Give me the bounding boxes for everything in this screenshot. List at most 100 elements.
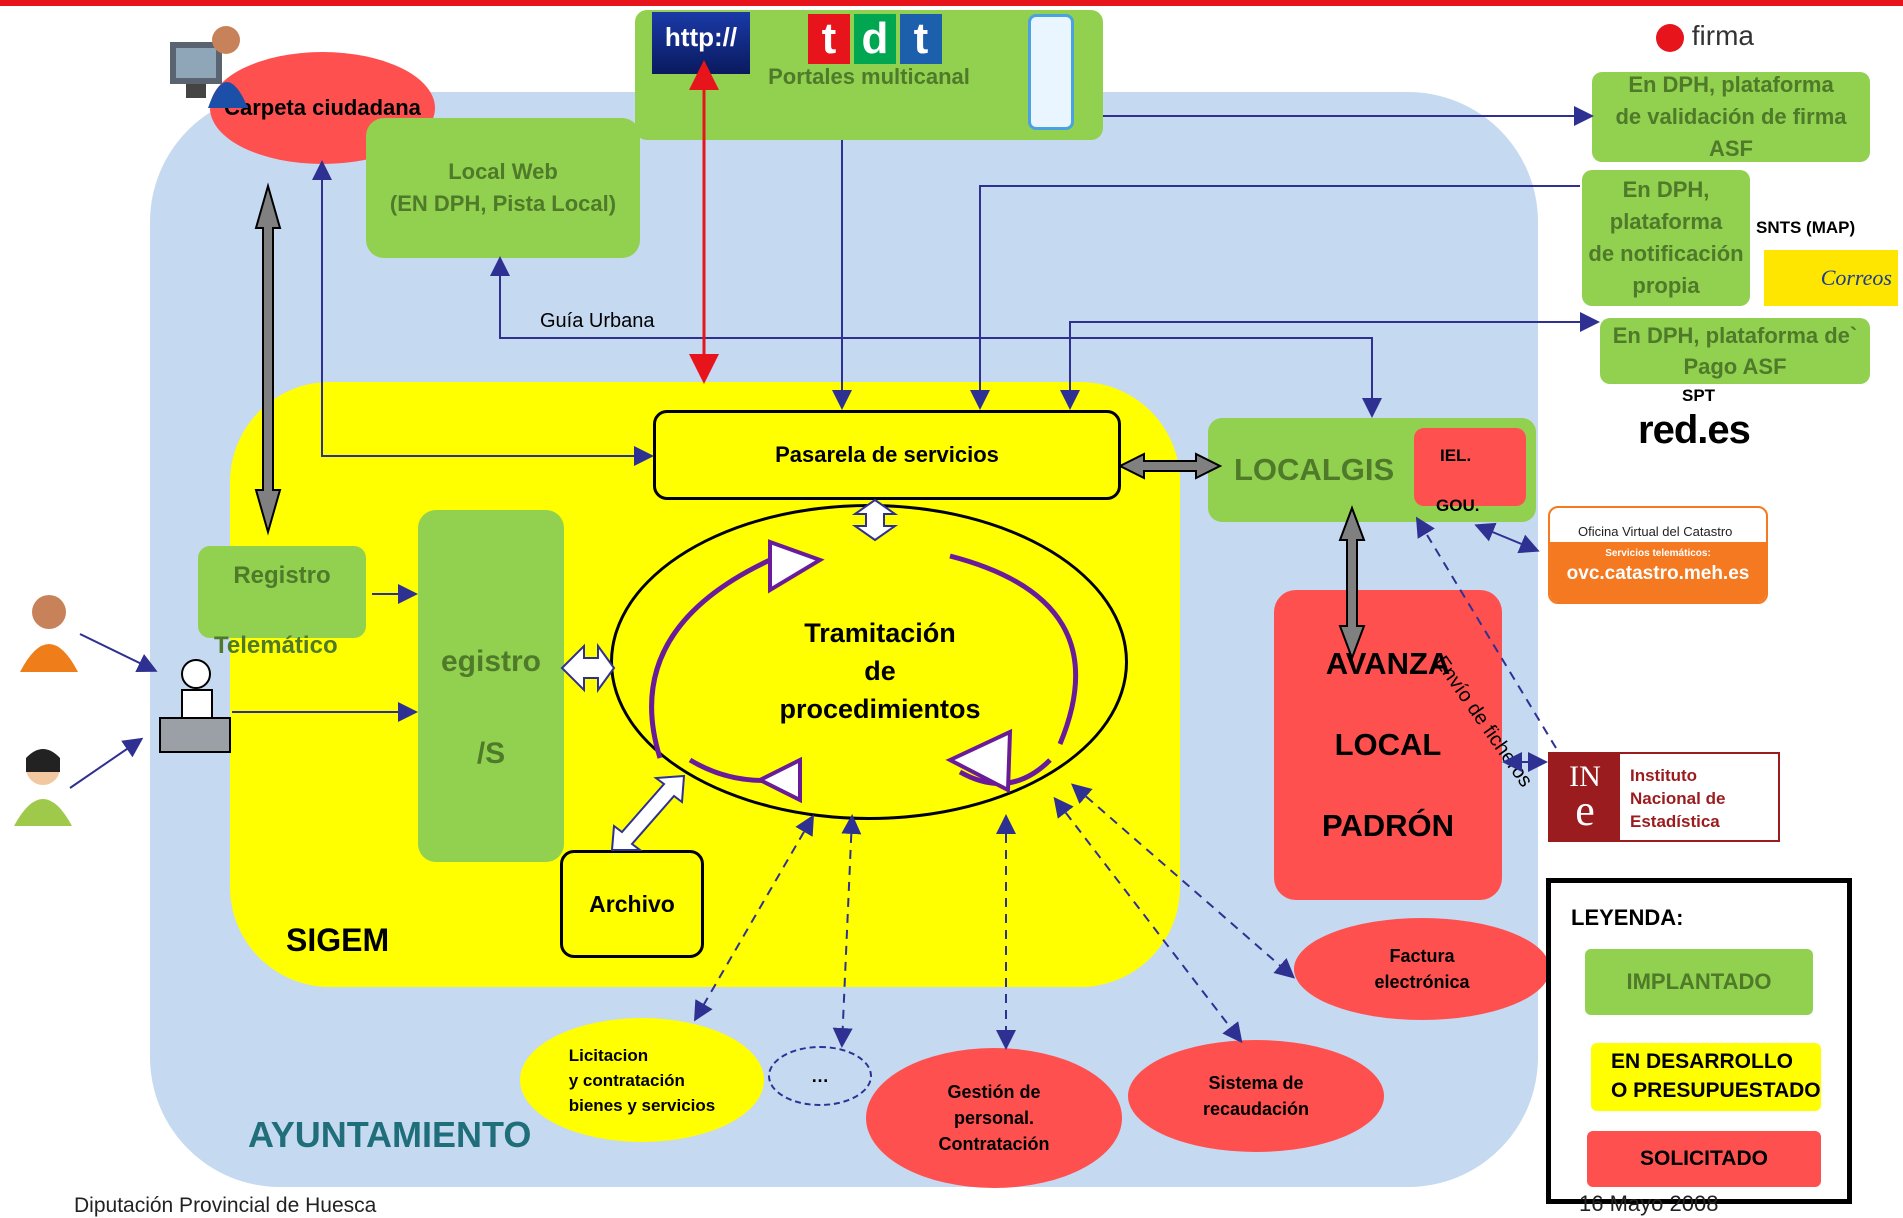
catastro-logo[interactable]: Oficina Virtual del Catastro Servicios t…	[1548, 506, 1768, 604]
legend-desarrollo: EN DESARROLLO O PRESUPUESTADO	[1591, 1043, 1821, 1111]
dots-ellipse[interactable]: …	[768, 1046, 872, 1106]
notificacion-box[interactable]: En DPH, plataforma de notificación propi…	[1582, 170, 1750, 306]
licitacion-line2: y contratación	[568, 1070, 685, 1090]
notificacion-line2: plataforma	[1609, 209, 1723, 234]
arrow-archivo-tramitacion	[610, 774, 686, 851]
avanza-local-padron[interactable]: AVANZA LOCAL PADRÓN	[1274, 590, 1502, 900]
validacion-line3: ASF	[1709, 136, 1753, 161]
ine-line2: Nacional de	[1630, 789, 1726, 808]
cycle-arrowhead-3	[755, 756, 802, 804]
iel-label: IEL.	[1440, 446, 1472, 465]
eregistro-line1: egistro	[440, 645, 542, 678]
gestion-line2: personal.	[953, 1108, 1035, 1128]
legend-implantado: IMPLANTADO	[1585, 949, 1813, 1015]
arrow-carpeta-pasarela	[312, 160, 654, 466]
catastro-url: ovc.catastro.meh.es	[1566, 563, 1750, 584]
avanza-line3: PADRÓN	[1321, 807, 1455, 843]
legend-implantado-label: IMPLANTADO	[1626, 969, 1772, 994]
legend-box: LEYENDA: IMPLANTADO EN DESARROLLO O PRES…	[1546, 878, 1852, 1216]
sigem-label: SIGEM	[286, 922, 390, 958]
citizen-icon-1	[18, 592, 80, 672]
dots-label: …	[811, 1065, 829, 1086]
afirma-label: firma	[1691, 20, 1755, 51]
tramitacion-line3: procedimientos	[779, 694, 981, 724]
pasarela-label: Pasarela de servicios	[775, 442, 999, 467]
eregistro-box[interactable]: egistro /S	[418, 510, 564, 862]
registro-tel-line1: Registro	[233, 562, 331, 589]
redes-logo: red.es	[1638, 408, 1751, 452]
computer-user-icon	[168, 20, 250, 108]
clerk-desk-icon	[158, 652, 232, 754]
notificacion-line1: En DPH,	[1622, 177, 1710, 202]
recaudacion-line2: recaudación	[1202, 1099, 1310, 1119]
http-label: http://	[664, 22, 738, 52]
gou-label: GOU.	[1436, 496, 1480, 515]
snts-label: SNTS (MAP)	[1756, 218, 1856, 237]
notificacion-line3: de notificación	[1588, 241, 1744, 266]
catastro-band: Servicios telemáticos: ovc.catastro.meh.…	[1550, 542, 1766, 602]
portales-label: Portales multicanal	[768, 64, 970, 89]
ine-line1: Instituto	[1630, 766, 1698, 785]
arrow-carpeta-registro	[254, 182, 282, 536]
notificacion-line4: propia	[1632, 273, 1700, 298]
licitacion-line3: bienes y servicios	[568, 1095, 716, 1115]
pago-box[interactable]: En DPH, plataforma de` Pago ASF	[1600, 318, 1870, 384]
citizen-icon-2	[12, 746, 74, 826]
arrow-licitacion	[693, 814, 815, 1022]
gestion-line1: Gestión de	[947, 1082, 1041, 1102]
arrow-citizen1-desk	[79, 633, 158, 672]
carpeta-label: Carpeta ciudadana	[224, 95, 421, 120]
archivo-label: Archivo	[589, 890, 675, 917]
afirma-icon	[1656, 23, 1684, 52]
cycle-arrow-top-right	[949, 553, 1079, 745]
avanza-line2: LOCAL	[1334, 726, 1442, 762]
validacion-firma-box[interactable]: En DPH, plataforma de validación de firm…	[1592, 72, 1870, 162]
cycle-arrow-top-left	[649, 557, 772, 759]
correos-label: Correos	[1820, 265, 1892, 290]
mobile-phone-icon	[1028, 14, 1074, 130]
arrow-pasarela-tramitacion	[851, 498, 899, 542]
recaudacion-ellipse[interactable]: Sistema de recaudación	[1128, 1040, 1384, 1152]
ine-mark-bottom: e	[1575, 786, 1595, 835]
arrow-guia-urbana	[490, 256, 1382, 418]
licitacion-line1: Licitacion	[568, 1045, 649, 1065]
legend-title: LEYENDA:	[1571, 905, 1684, 930]
registro-telematico-box[interactable]: Registro	[198, 546, 366, 638]
ine-logo[interactable]: IN e Instituto Nacional de Estadística	[1548, 752, 1780, 842]
factura-electronica-ellipse[interactable]: Factura electrónica	[1294, 918, 1550, 1020]
tdt-logo: t d t	[808, 14, 948, 64]
factura-line1: Factura	[1389, 946, 1455, 966]
arrow-pago	[1060, 312, 1600, 410]
factura-line2: electrónica	[1374, 972, 1470, 992]
tramitacion-line1: Tramitación	[804, 618, 956, 648]
legend-desarrollo-line1: EN DESARROLLO	[1611, 1050, 1794, 1073]
ine-text: Instituto Nacional de Estadística	[1620, 754, 1725, 840]
recaudacion-line1: Sistema de	[1208, 1073, 1304, 1093]
localgis-label: LOCALGIS	[1234, 452, 1395, 487]
arrow-envio-ficheros	[1415, 516, 1557, 749]
localgis-iel-box[interactable]: IEL.	[1414, 428, 1526, 506]
http-icon: http://	[652, 12, 750, 74]
tramitacion-line2: de	[864, 656, 896, 686]
arrow-localgis-avanza	[1338, 505, 1366, 661]
legend-solicitado: SOLICITADO	[1587, 1131, 1821, 1187]
ine-mark-top: IN	[1569, 760, 1601, 793]
ayuntamiento-label: AYUNTAMIENTO	[248, 1114, 532, 1155]
archivo-box[interactable]: Archivo	[560, 850, 704, 958]
legend-desarrollo-line2: O PRESUPUESTADO	[1611, 1079, 1821, 1102]
arrow-eregistro-tramitacion	[560, 642, 616, 694]
gestion-personal-ellipse[interactable]: Gestión de personal. Contratación	[866, 1048, 1122, 1188]
catastro-title: Oficina Virtual del Catastro	[1578, 524, 1733, 539]
pago-line2: Pago ASF	[1683, 354, 1787, 379]
pasarela-servicios[interactable]: Pasarela de servicios	[653, 410, 1121, 500]
tdt-t1: t	[808, 14, 850, 64]
correos-logo: Correos	[1764, 250, 1898, 306]
arrow-pasarela-localgis	[1117, 452, 1223, 480]
legend-solicitado-label: SOLICITADO	[1640, 1147, 1768, 1170]
spt-label: SPT	[1682, 386, 1716, 405]
registro-tel-line2: Telemático	[214, 632, 338, 659]
eregistro-line2: /S	[476, 737, 506, 770]
licitacion-ellipse[interactable]: Licitacion y contratación bienes y servi…	[520, 1018, 764, 1142]
ine-line3: Estadística	[1630, 812, 1720, 831]
